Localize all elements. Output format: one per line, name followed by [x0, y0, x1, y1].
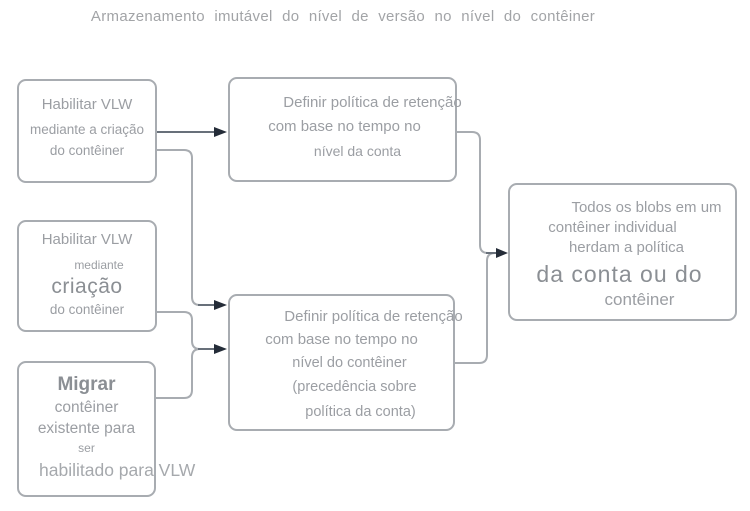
node-text-line: Todos os blobs em um	[571, 199, 722, 216]
node-text-line: ser	[78, 441, 95, 455]
arrowhead-icon	[214, 127, 227, 137]
node-text-line: herdam a política	[568, 239, 685, 256]
node-text-line: (precedência sobre	[292, 379, 417, 395]
node-text-line: nível do contêiner	[292, 355, 407, 371]
node-text-line: política da conta)	[305, 404, 416, 420]
connector-enablecreate-to-container-policy	[157, 149, 201, 306]
node-text-line: mediante a criação	[29, 122, 145, 137]
diagram-title: Armazenamento imutável do nível de versã…	[90, 8, 596, 25]
node-text-line: da conta ou do	[536, 261, 703, 287]
node-text-line: Migrar	[57, 374, 116, 395]
node-enable-vlw-on-creation: Habilitar VLW mediante criação do contêi…	[17, 220, 157, 332]
node-text-line: com base no tempo no	[268, 118, 421, 135]
connector-migrate-to-container-policy	[156, 348, 201, 399]
node-blobs-inherit-policy: Todos os blobs em um contêiner individua…	[508, 183, 737, 321]
node-retention-policy-container-level: Definir política de retenção com base no…	[228, 294, 463, 431]
connector-enablecreation-to-container-policy	[157, 311, 201, 350]
node-text-line: criação	[51, 275, 123, 298]
node-text-line: contêiner individual	[548, 219, 677, 236]
node-text-line: Definir política de retenção	[283, 94, 462, 111]
node-text-line: Definir política de retenção	[284, 308, 463, 325]
node-text-line: nível da conta	[313, 143, 402, 159]
node-enable-vlw-on-container-create: Habilitar VLW mediante a criação do cont…	[17, 79, 157, 183]
node-text-line: existente para	[37, 420, 136, 437]
node-text-line: Habilitar VLW	[41, 231, 133, 248]
arrowhead-icon	[214, 300, 227, 310]
node-text-line: habilitado para VLW	[39, 460, 196, 480]
node-text-line: contêiner	[54, 399, 119, 416]
node-retention-policy-account-level: Definir política de retenção com base no…	[228, 77, 462, 182]
node-text-line: do contêiner	[49, 143, 125, 158]
node-migrate-existing-container: Migrar contêiner existente para ser habi…	[17, 361, 195, 497]
node-text-line: do contêiner	[49, 302, 125, 317]
node-text-line: contêiner	[604, 290, 675, 309]
arrowhead-icon	[214, 344, 227, 354]
node-text-line: mediante	[74, 258, 124, 272]
node-text-line: Habilitar VLW	[41, 96, 133, 113]
arrowhead-icon	[496, 248, 508, 258]
node-text-line: com base no tempo no	[265, 331, 418, 348]
